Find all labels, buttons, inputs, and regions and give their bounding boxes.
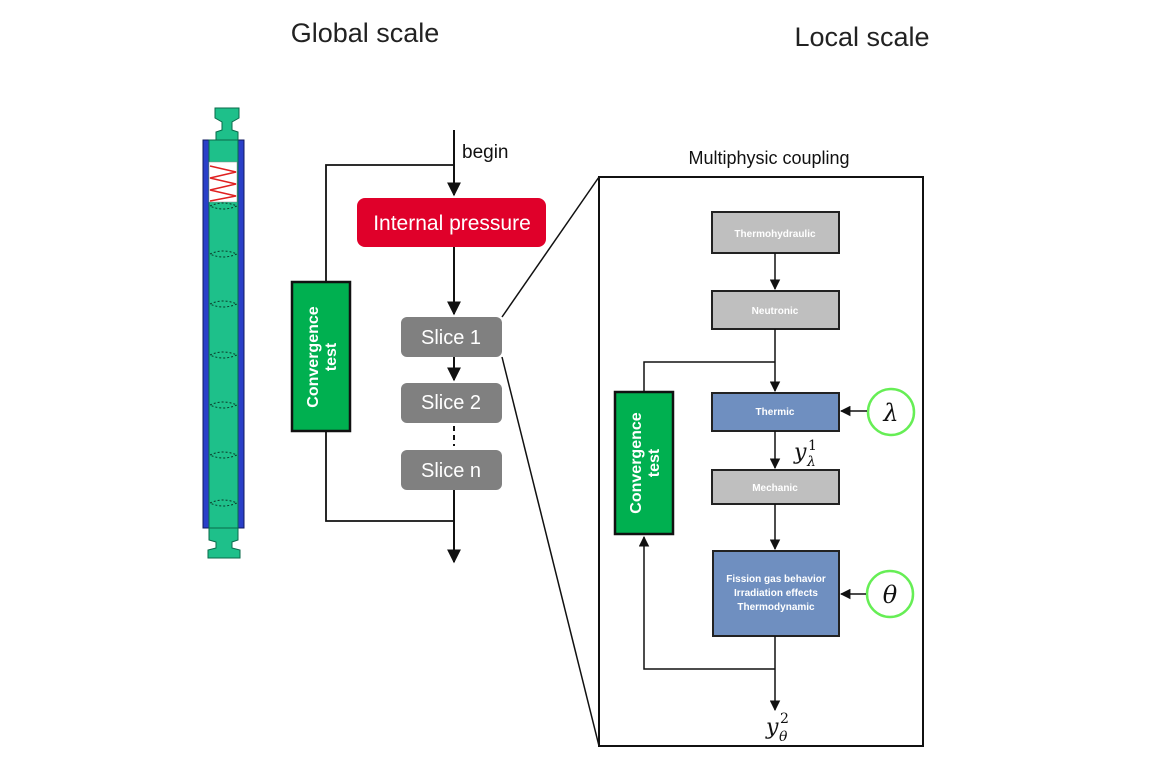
local-convergence-line2: test xyxy=(646,448,663,477)
multiphysic-frame xyxy=(598,176,924,747)
thermohydraulic-label: Thermohydraulic xyxy=(734,229,816,240)
svg-text:1: 1 xyxy=(808,438,817,454)
svg-text:y: y xyxy=(793,440,807,465)
global-scale-heading: Global scale xyxy=(291,18,440,48)
fission-gas-line2: Irradiation effects xyxy=(734,588,818,599)
theta-param-circle xyxy=(865,569,915,619)
thermic-box xyxy=(711,392,840,432)
global-convergence-line1: Convergence xyxy=(305,306,322,407)
slice-2-label: Slice 2 xyxy=(421,392,481,414)
global-convergence-box xyxy=(290,280,352,433)
local-convergence-box xyxy=(613,390,675,536)
svg-text:θ: θ xyxy=(779,729,788,745)
multiphysic-title: Multiphysic coupling xyxy=(688,148,849,168)
begin-label: begin xyxy=(462,142,509,163)
thermic-label: Thermic xyxy=(756,407,795,418)
mechanic-label: Mechanic xyxy=(752,483,798,494)
slice-1-box xyxy=(401,317,502,357)
fuel-rod xyxy=(202,107,245,559)
local-scale-heading: Local scale xyxy=(794,22,929,52)
svg-text:λ: λ xyxy=(806,454,816,470)
svg-text:y: y xyxy=(765,715,779,740)
fission-gas-box xyxy=(712,550,840,637)
local-convergence-line1: Convergence xyxy=(628,412,645,513)
global-convergence-line2: test xyxy=(323,342,340,371)
neutronic-label: Neutronic xyxy=(752,306,799,317)
lambda-symbol: λ xyxy=(882,399,898,427)
spring-icon xyxy=(209,165,237,202)
y1-lambda-output: y 1 λ xyxy=(793,438,817,470)
slice-2-box xyxy=(401,383,502,423)
internal-pressure-box xyxy=(357,198,546,247)
slice-1-label: Slice 1 xyxy=(421,327,481,349)
global-loop: begin Internal pressure Convergence test… xyxy=(290,130,600,747)
local-loop: Multiphysic coupling Thermohydraulic Neu… xyxy=(598,148,924,747)
internal-pressure-label: Internal pressure xyxy=(373,212,531,235)
fission-gas-line3: Thermodynamic xyxy=(737,602,815,613)
zoom-line-top xyxy=(501,176,600,318)
lambda-param-circle xyxy=(866,387,916,437)
zoom-line-bottom xyxy=(501,356,600,747)
fission-gas-line1: Fission gas behavior xyxy=(726,574,826,585)
theta-symbol: θ xyxy=(883,581,898,609)
neutronic-box xyxy=(711,290,840,330)
slice-n-label: Slice n xyxy=(421,460,481,482)
pellet-boundaries xyxy=(209,202,239,507)
slice-n-box xyxy=(401,450,502,490)
y2-theta-output: y 2 θ xyxy=(765,711,789,745)
thermohydraulic-box xyxy=(711,211,840,254)
svg-text:2: 2 xyxy=(780,711,789,727)
